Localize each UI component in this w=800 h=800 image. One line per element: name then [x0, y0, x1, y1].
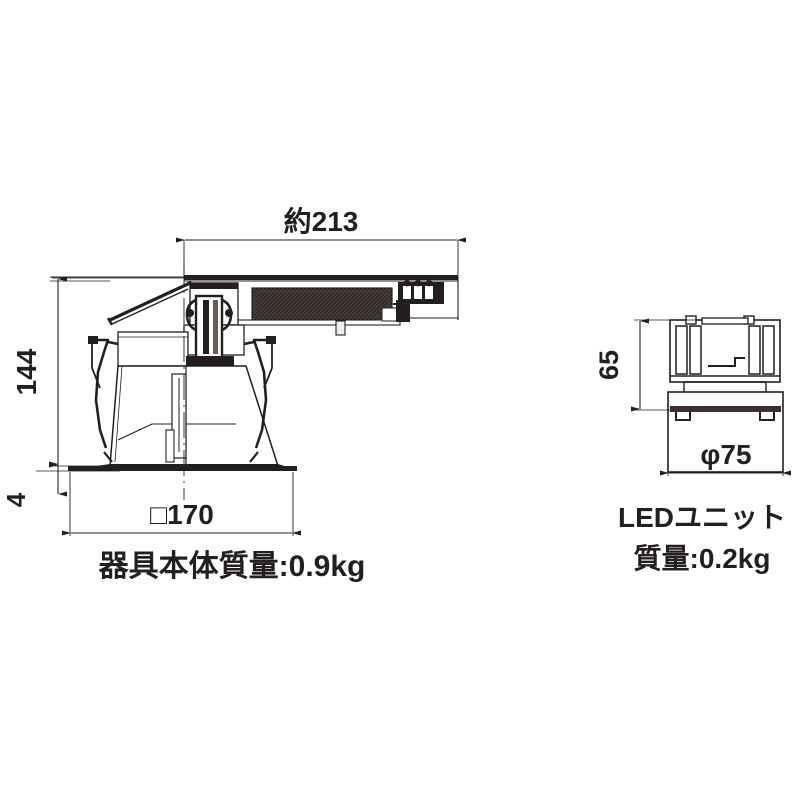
led-driver-box — [237, 287, 401, 336]
dimension-led-unit-height: 65 — [594, 318, 700, 412]
led-unit-heatsink — [669, 315, 781, 383]
dimension-label-led-unit-height: 65 — [594, 350, 624, 380]
led-unit-caption-line2: 質量:0.2kg — [634, 543, 771, 574]
fixture-weight-caption: 器具本体質量:0.9kg — [98, 550, 366, 583]
dimension-label-led-unit-diameter: φ75 — [700, 439, 751, 470]
upper-housing-block — [117, 282, 245, 367]
dimension-flange-width: □170 — [62, 472, 301, 536]
dimension-overall-width: 約213 — [176, 205, 466, 276]
internal-bracket — [165, 373, 187, 463]
mounting-spring-arm — [106, 281, 192, 326]
dimension-led-unit-diameter: φ75 — [660, 412, 791, 476]
led-unit-caption-line1: LEDユニット — [618, 502, 786, 533]
terminal-connector-block — [393, 279, 444, 322]
dimension-label-body-height: 144 — [11, 348, 42, 395]
bottom-flange-plate — [68, 464, 297, 471]
led-unit-body — [667, 391, 784, 473]
spring-clip-left — [88, 336, 119, 463]
dimension-flange-thickness: 4 — [1, 461, 120, 507]
main-fixture-drawing — [50, 260, 459, 500]
dimension-label-flange-width: □170 — [150, 499, 214, 530]
spring-clip-right — [243, 336, 276, 463]
dimension-body-height: 144 — [11, 276, 184, 468]
fixture-body-cone — [109, 365, 280, 467]
lamp-gimbal-barrel — [185, 294, 234, 375]
dimension-label-flange-thickness: 4 — [1, 492, 31, 507]
dimension-label-overall-width: 約213 — [284, 205, 359, 237]
led-unit-neck — [683, 381, 767, 392]
led-unit-drawing — [667, 315, 784, 473]
